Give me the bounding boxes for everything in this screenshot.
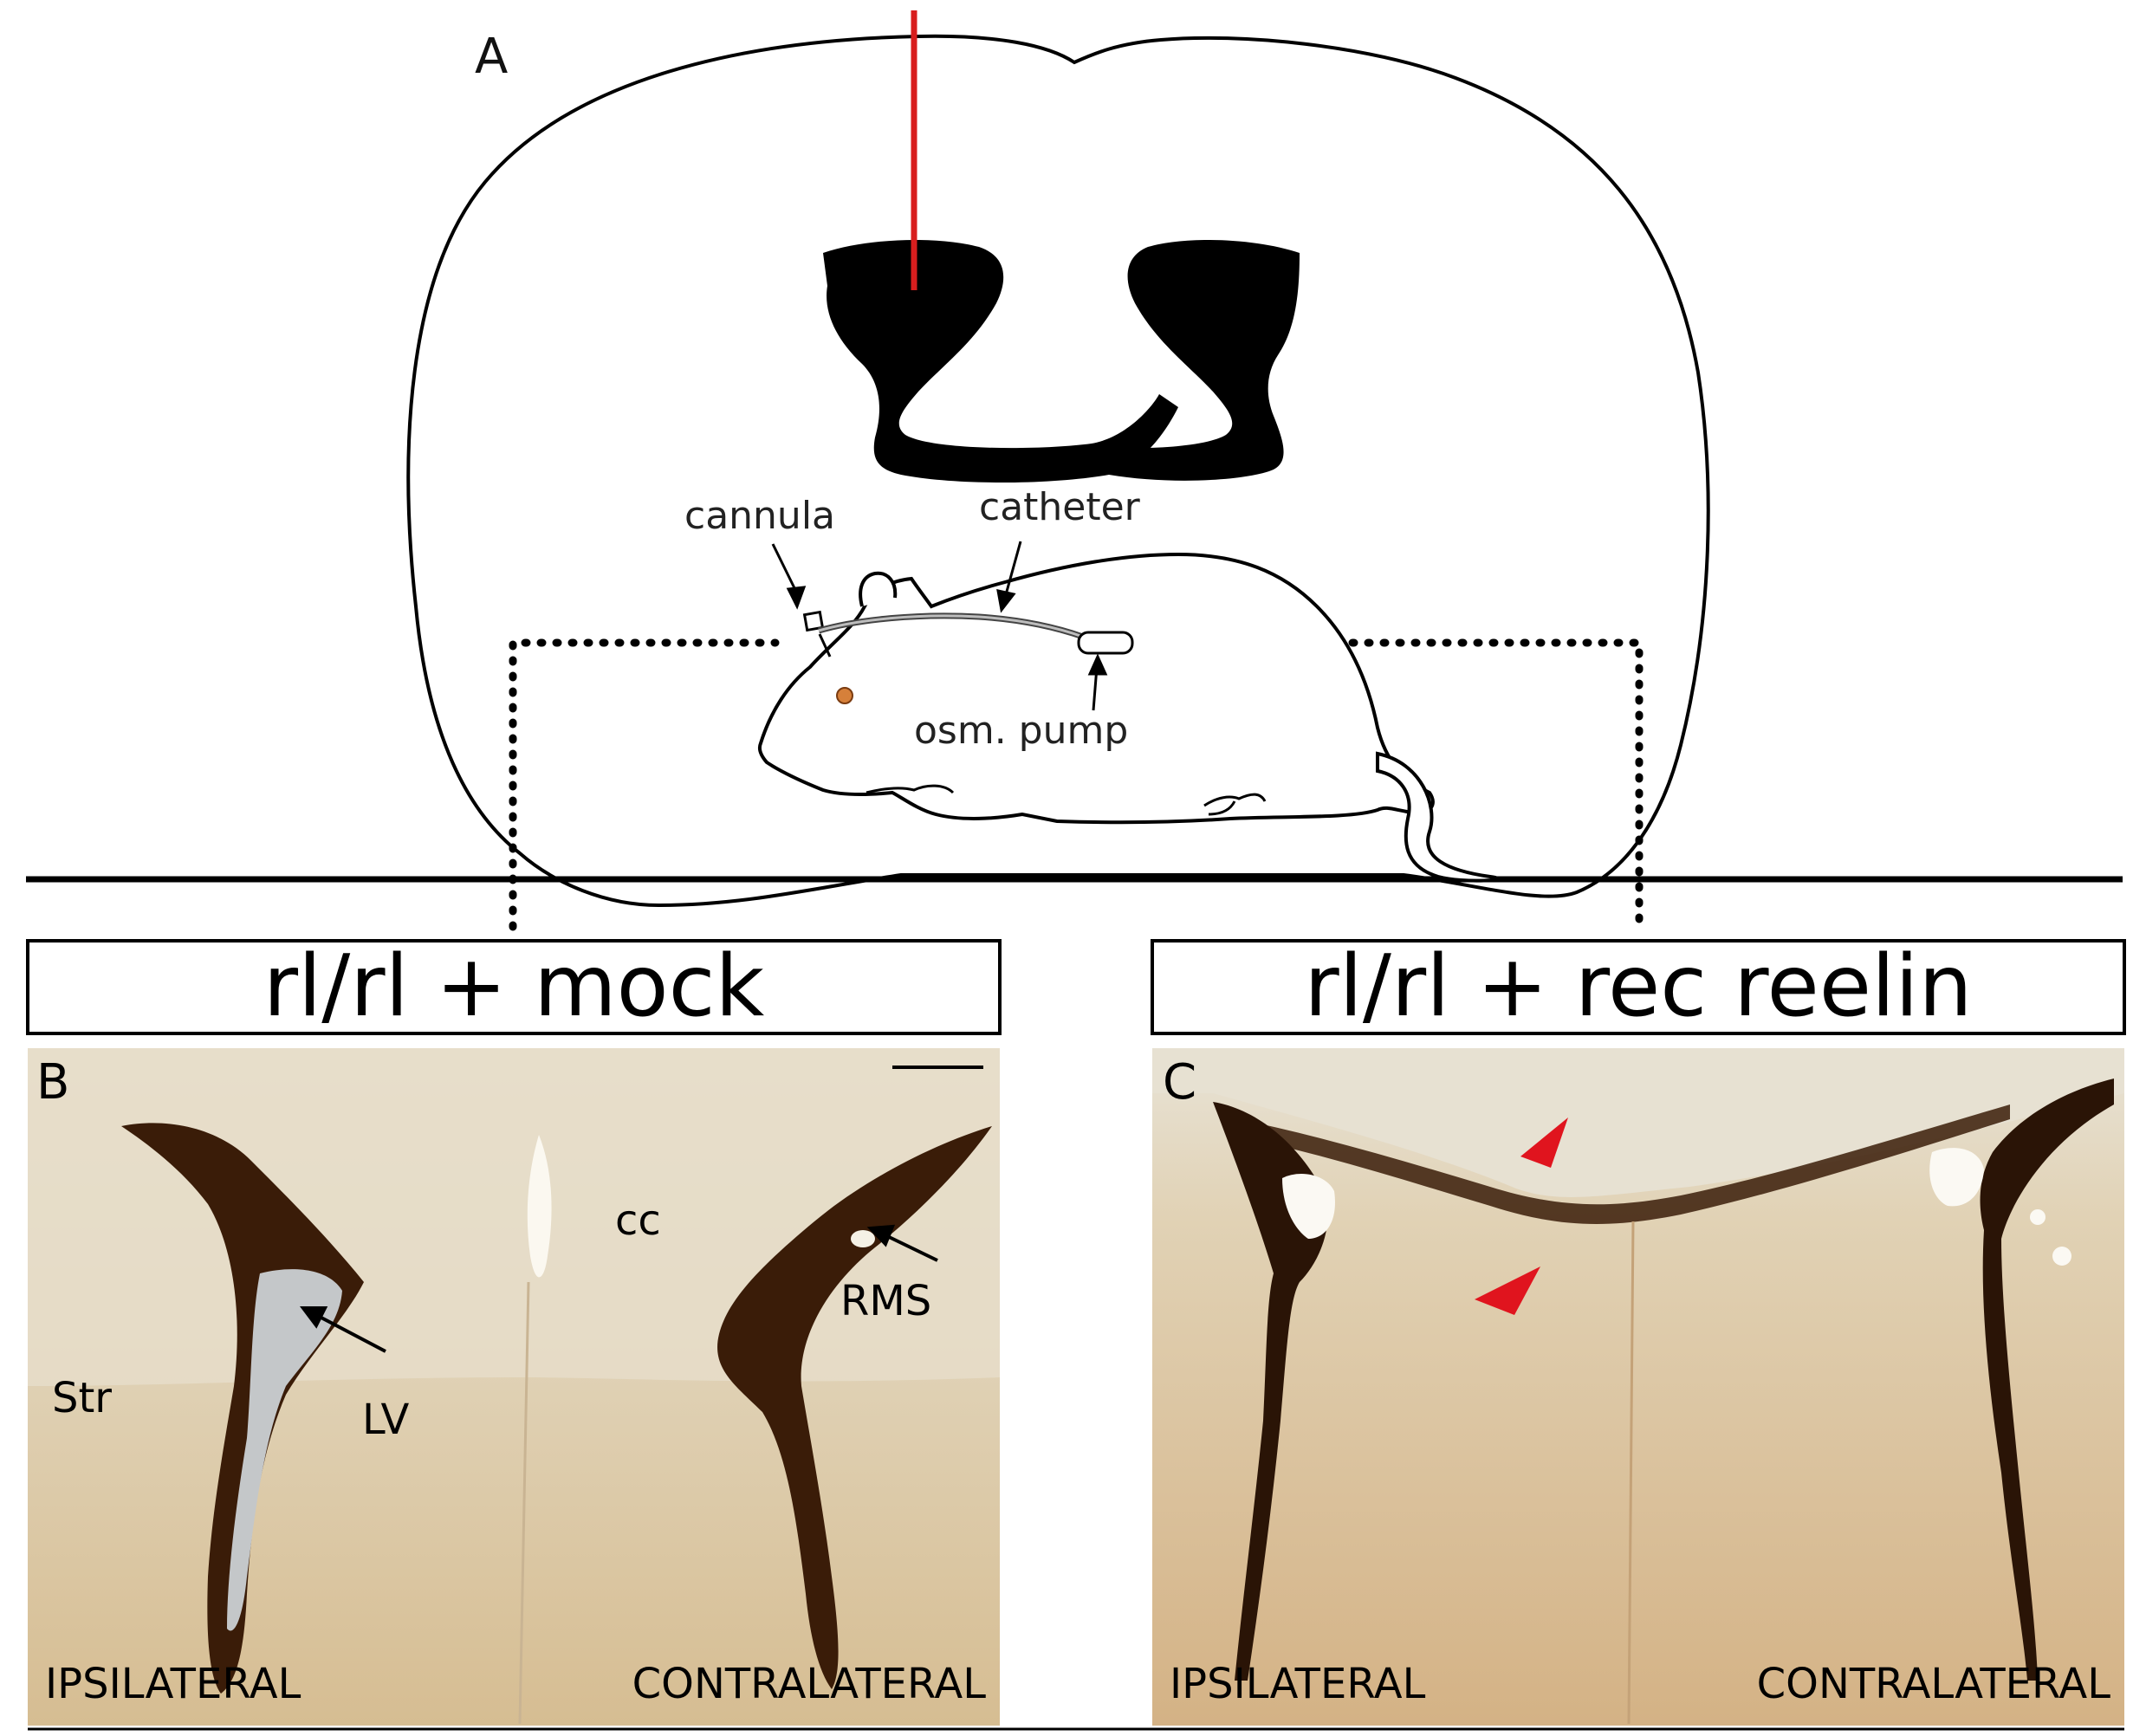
left-ventricle-lumen bbox=[1282, 1174, 1335, 1239]
lateral-ventricle-lumen bbox=[227, 1269, 342, 1631]
upper-pale-band bbox=[1152, 1048, 2124, 1197]
osmotic-pump bbox=[1077, 631, 1134, 655]
stain-contralateral bbox=[717, 1126, 992, 1689]
mouse-forefoot bbox=[866, 784, 955, 794]
stain-cc-band bbox=[1230, 1104, 2010, 1224]
stain-left-ventricle bbox=[1213, 1102, 1328, 1681]
lv-arrowhead bbox=[300, 1306, 328, 1329]
stain-ipsilateral bbox=[121, 1123, 364, 1694]
header-mock-text: rl/rl + mock bbox=[263, 937, 765, 1036]
right-ventricle-lumen bbox=[1929, 1148, 1984, 1207]
callout-arrows bbox=[771, 541, 1108, 711]
panel-a: A bbox=[26, 10, 2123, 931]
ventricle-right bbox=[1092, 239, 1300, 481]
cannula-device bbox=[802, 610, 825, 632]
midline-seam-c bbox=[1627, 1221, 1635, 1725]
rms-arrowhead bbox=[866, 1224, 896, 1247]
condition-header-reelin: rl/rl + rec reelin bbox=[1151, 937, 2126, 1036]
label-cc: cc bbox=[615, 1196, 661, 1245]
panel-b-contralateral: CONTRALATERAL bbox=[632, 1660, 987, 1708]
mouse-tail bbox=[1376, 751, 1500, 883]
panel-b-ipsilateral: IPSILATERAL bbox=[45, 1660, 301, 1708]
rms-spot bbox=[851, 1230, 875, 1247]
small-vessel-1 bbox=[2030, 1209, 2046, 1225]
label-lv: LV bbox=[362, 1396, 409, 1444]
panel-a-letter: A bbox=[475, 29, 508, 85]
catheter-arrowhead bbox=[996, 589, 1016, 613]
label-catheter: catheter bbox=[979, 485, 1141, 529]
pump-arrowhead bbox=[1087, 653, 1108, 676]
arrowhead-lower bbox=[1475, 1266, 1540, 1315]
condition-header-mock: rl/rl + mock bbox=[26, 937, 1002, 1036]
panel-c-micrograph: C IPSILATERAL CONTRALATERAL bbox=[1152, 1048, 2124, 1726]
cannula-arrowhead bbox=[786, 586, 807, 610]
cannula-shaft bbox=[818, 633, 832, 657]
panel-b-arrows bbox=[300, 1224, 938, 1353]
panel-c-contralateral: CONTRALATERAL bbox=[1757, 1660, 2111, 1708]
midline-seam bbox=[518, 1281, 530, 1725]
mouse-hindfoot bbox=[1203, 793, 1267, 816]
ventricle-left bbox=[823, 239, 1178, 483]
panel-b-letter: B bbox=[36, 1054, 69, 1111]
panel-c-ipsilateral: IPSILATERAL bbox=[1170, 1660, 1426, 1708]
label-cannula: cannula bbox=[684, 494, 835, 538]
catheter-tube-inner bbox=[818, 614, 1084, 638]
mouse-ear bbox=[859, 571, 898, 607]
header-reelin-text: rl/rl + rec reelin bbox=[1304, 937, 1972, 1036]
small-vessel-2 bbox=[2052, 1247, 2071, 1266]
stain-right-ventricle bbox=[1980, 1079, 2114, 1681]
label-str: Str bbox=[52, 1374, 112, 1422]
panel-c-letter: C bbox=[1163, 1054, 1196, 1111]
midline-tear bbox=[527, 1135, 552, 1278]
panel-b-micrograph: B cc RMS Str LV IPSILATERAL CONTRALATERA… bbox=[28, 1048, 1000, 1726]
label-rms: RMS bbox=[840, 1277, 931, 1325]
label-osm-pump: osm. pump bbox=[914, 709, 1128, 753]
arrowhead-upper bbox=[1520, 1117, 1568, 1168]
mouse-eye bbox=[836, 687, 853, 704]
